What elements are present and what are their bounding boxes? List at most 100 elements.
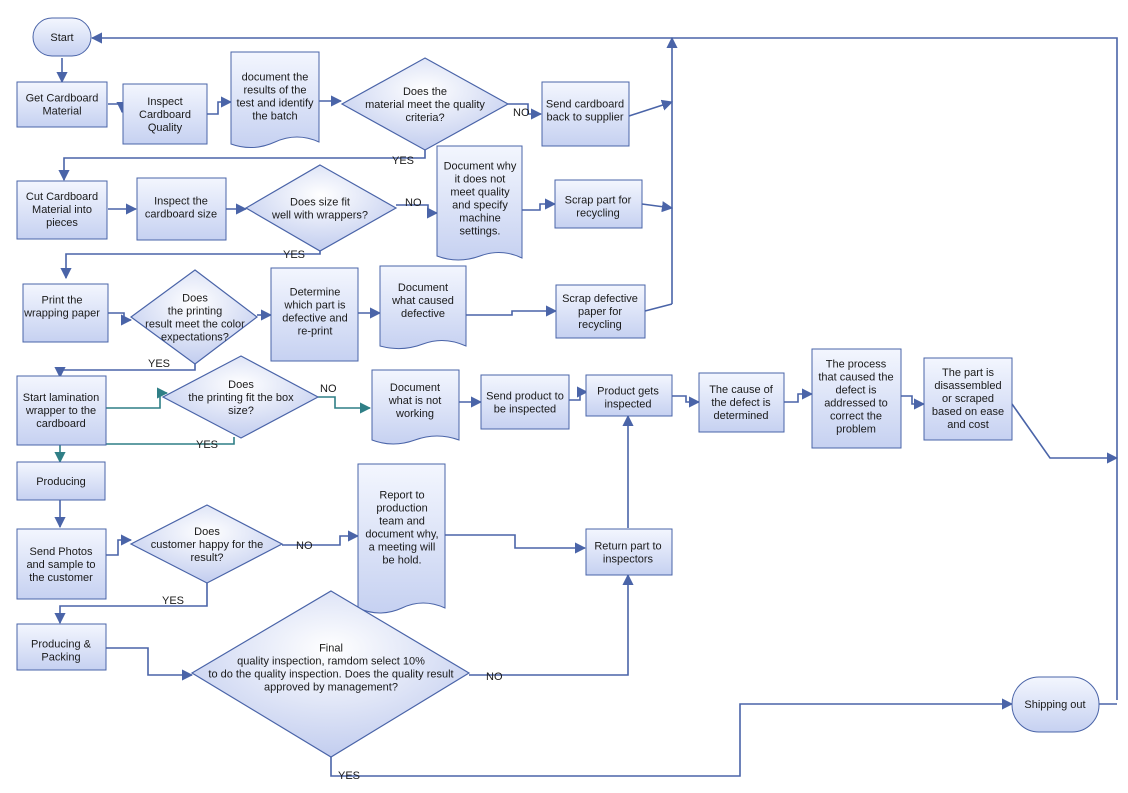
label-no-4: NO <box>320 383 337 395</box>
label-no-5: NO <box>296 540 313 552</box>
flow-part-to-right <box>1011 403 1119 464</box>
label-yes-final: YES <box>338 770 360 782</box>
flow-inspected-to-cause <box>672 395 701 408</box>
flow-sendproduct-to-inspected <box>569 386 589 401</box>
flow-docwhy-to-scrap <box>522 198 557 211</box>
label-no-final: NO <box>486 671 503 683</box>
svg-text:Producing: Producing <box>36 476 86 488</box>
flow-final-yes <box>330 698 1014 777</box>
flow-decision1-yes <box>58 150 426 182</box>
flow-decision1-to-sendback <box>508 103 543 120</box>
flow-return-to-start <box>90 32 1118 700</box>
label-yes-3: YES <box>148 358 170 370</box>
flow-decision4-no <box>318 396 372 414</box>
label-yes-5: YES <box>162 595 184 607</box>
branch-labels: NO YES NO YES YES NO YES NO YES NO YES <box>148 107 530 782</box>
flow-print-to-decision3 <box>108 312 133 326</box>
node-start[interactable]: Start <box>32 17 92 57</box>
label-no-1: NO <box>513 107 530 119</box>
connectors <box>54 32 1119 777</box>
flow-packing-to-final <box>106 647 194 681</box>
flow-decision2-yes <box>60 250 321 280</box>
flow-decision5-no <box>282 530 360 546</box>
node-producing-packing[interactable]: Producing &Packing <box>16 623 107 671</box>
flow-final-no <box>469 573 634 676</box>
svg-text:Start: Start <box>50 32 73 44</box>
label-yes-4: YES <box>196 439 218 451</box>
label-no-2: NO <box>405 197 422 209</box>
flow-scrap-to-trunk <box>641 201 674 213</box>
flow-decision3-yes <box>54 357 196 379</box>
flow-decision2-to-docwhy <box>396 204 439 219</box>
flow-cause-to-process <box>784 388 814 403</box>
label-yes-1: YES <box>392 155 414 167</box>
node-producing[interactable]: Producing <box>16 461 106 501</box>
flow-decision4-yes <box>54 437 235 464</box>
flow-inspect-to-doc <box>207 96 233 115</box>
flow-report-to-return <box>445 534 587 554</box>
flow-doccause-to-scrappaper <box>466 305 558 317</box>
svg-text:Shipping out: Shipping out <box>1024 699 1085 711</box>
flow-sendphotos-to-decision5 <box>106 534 133 556</box>
flow-scrappaper-to-trunk <box>644 303 673 312</box>
flow-sendback-to-trunk <box>628 99 674 117</box>
flow-decision5-yes <box>54 583 208 625</box>
node-shipping-out[interactable]: Shipping out <box>1011 676 1100 733</box>
flow-process-to-part <box>901 395 926 410</box>
